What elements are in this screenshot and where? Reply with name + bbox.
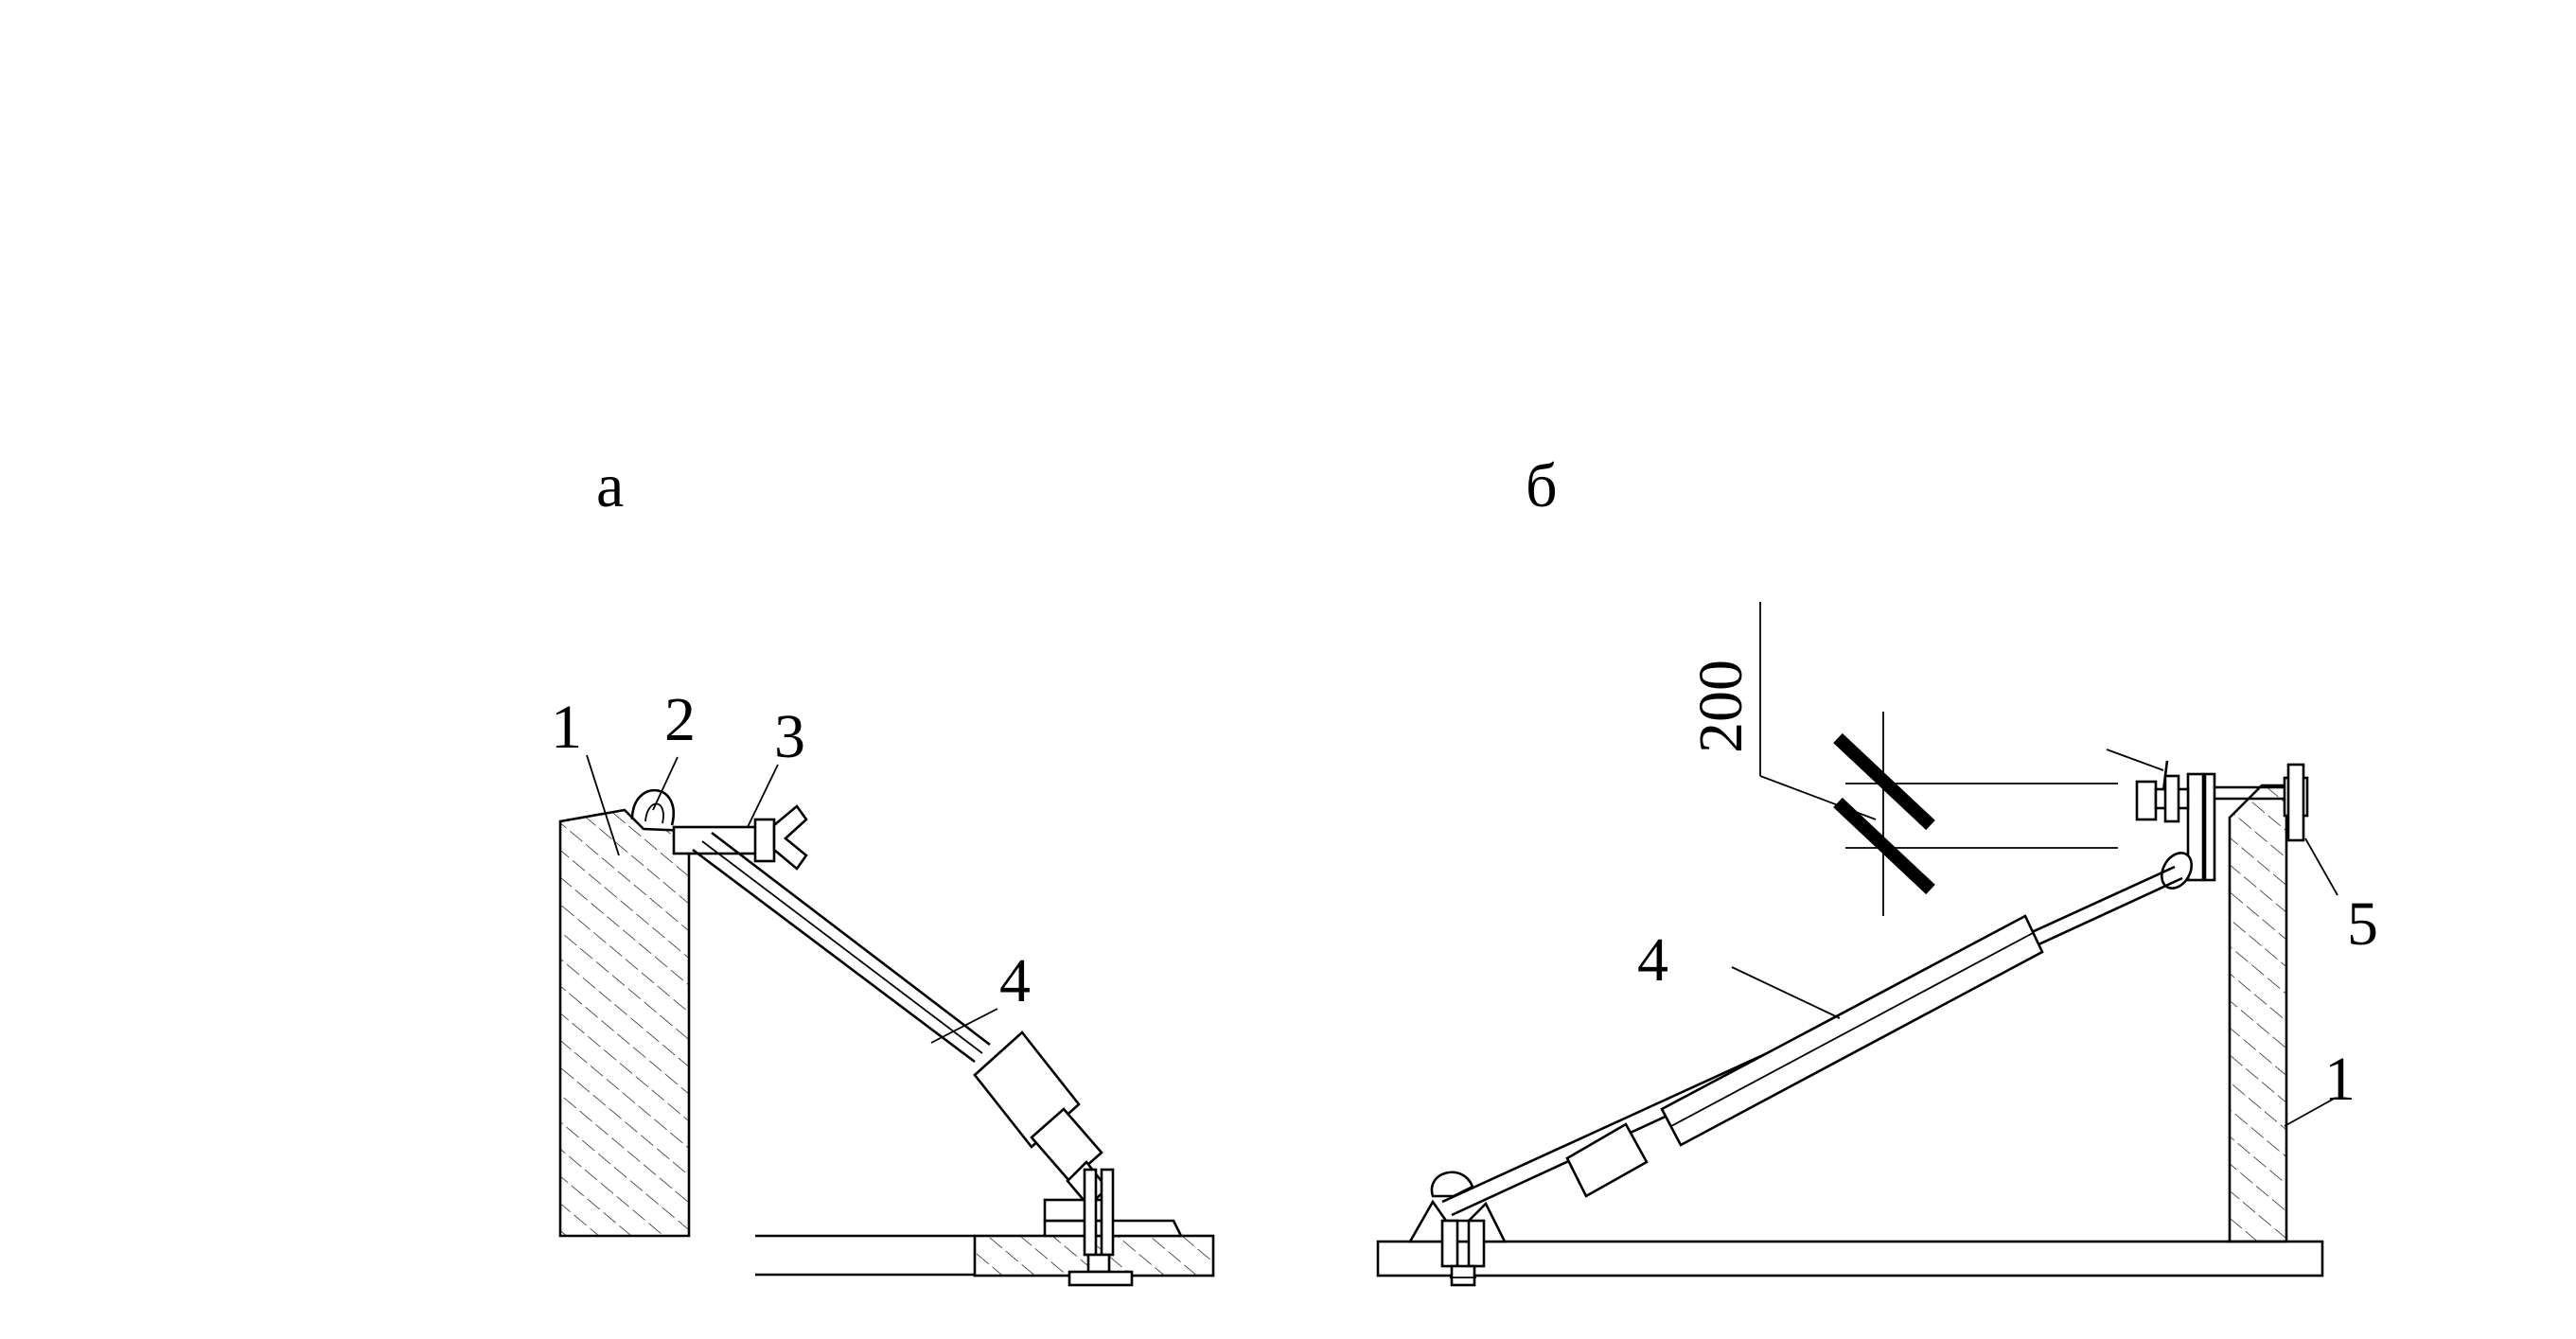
strut-coupler (1565, 1122, 1649, 1198)
screw-knob (2135, 780, 2158, 821)
callout-a-1: 1 (551, 693, 582, 762)
callout-b-5: 5 (2347, 890, 2378, 959)
wall-panel-b (2228, 784, 2288, 1243)
callout-a-4: 4 (999, 946, 1031, 1015)
top-pivot (2160, 852, 2194, 890)
anchor-bolt (1086, 1253, 1111, 1274)
anchor-washer (1067, 1270, 1134, 1287)
figure-b-label: б (1526, 451, 1558, 520)
wing-nut-icon (772, 804, 808, 871)
hook-loop-inner (644, 802, 664, 824)
bottom-hook (1430, 1171, 1474, 1198)
bottom-bracket-right (1467, 1219, 1486, 1268)
anchor-post-left (1083, 1168, 1098, 1257)
bottom-bracket-left (1440, 1219, 1459, 1268)
dimension-tick-lower (1833, 797, 1935, 895)
callout-b-4: 4 (1637, 925, 1668, 995)
dimension-200: 200 (1686, 660, 1756, 753)
figure-a-label: а (596, 451, 624, 520)
anchor-post-right (1100, 1168, 1115, 1257)
figure-a: а 1 2 3 (551, 451, 1215, 1287)
callout-a-2: 2 (664, 685, 696, 754)
clamp-nut (753, 818, 776, 863)
bracket-plate (2186, 772, 2205, 882)
dimension-tick-upper (1833, 732, 1935, 831)
bottom-bolt (1450, 1264, 1476, 1287)
callout-b-1: 1 (2324, 1045, 2355, 1114)
figure-b: б 200 (1376, 451, 2378, 1287)
hook-loop (630, 788, 675, 826)
base-beam (1376, 1240, 2324, 1277)
callout-a-3: 3 (774, 702, 805, 771)
bracket-plate-2 (2203, 772, 2216, 882)
top-bolt-stem (2286, 763, 2305, 842)
wall-panel (558, 808, 691, 1238)
clamp-body (672, 825, 759, 855)
screw-nut (2163, 774, 2180, 823)
